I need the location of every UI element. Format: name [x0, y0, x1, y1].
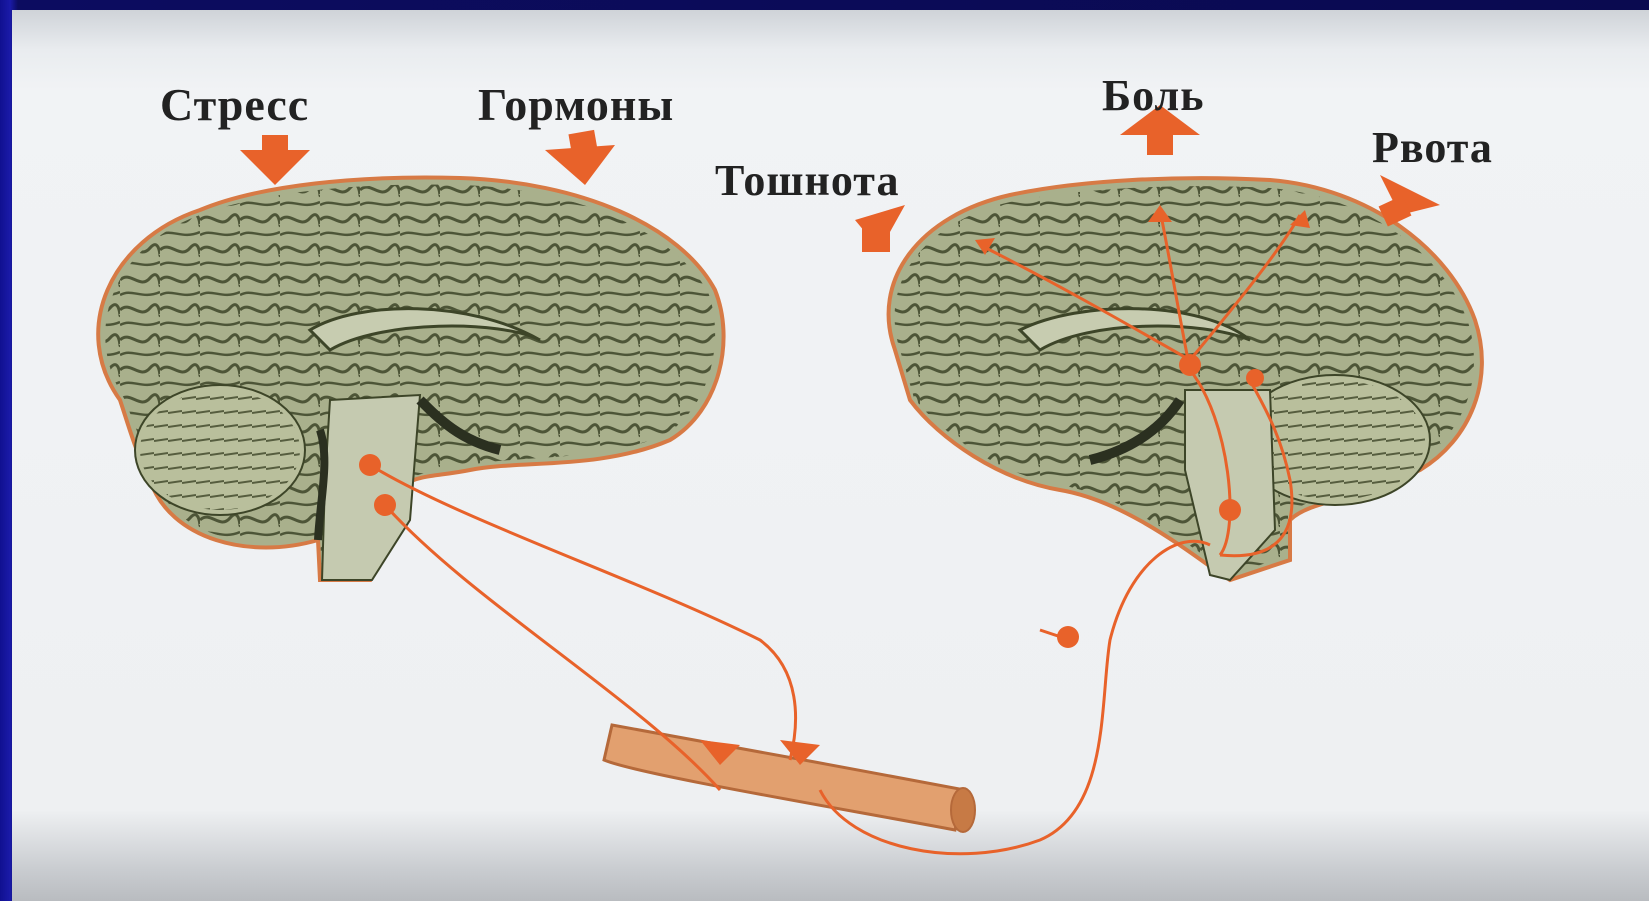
node-area-postrema [1246, 369, 1264, 387]
pain-arrow-shaft [1147, 133, 1173, 155]
label-stress: Стресс [160, 78, 309, 131]
nausea-arrow-shaft [862, 228, 890, 252]
stress-arrow-shaft [262, 135, 288, 155]
label-hormones: Гормоны [478, 78, 674, 131]
left-brain [98, 177, 723, 580]
label-vomit: Рвота [1372, 122, 1493, 173]
node-medulla [1219, 499, 1241, 521]
node-brainstem-2 [374, 494, 396, 516]
stress-arrow [240, 150, 310, 185]
node-vomit-center [1179, 354, 1201, 376]
node-brainstem-1 [359, 454, 381, 476]
intestine [604, 725, 975, 832]
left-brainstem [322, 395, 420, 580]
right-brain [889, 178, 1482, 580]
label-nausea: Тошнота [715, 155, 899, 206]
label-pain: Боль [1102, 70, 1204, 121]
node-ganglion [1057, 626, 1079, 648]
